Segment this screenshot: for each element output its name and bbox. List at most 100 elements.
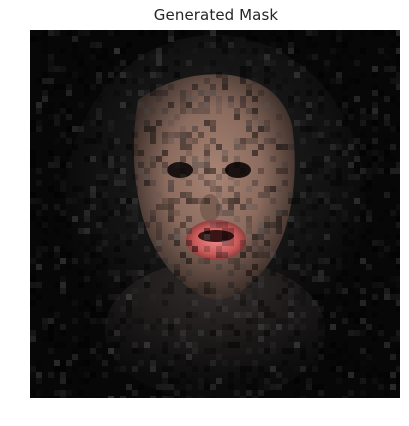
noise-pixel	[324, 60, 330, 66]
noise-pixel	[60, 282, 66, 288]
noise-pixel	[336, 306, 342, 312]
noise-pixel	[96, 270, 102, 276]
noise-pixel	[342, 96, 348, 102]
noise-pixel	[96, 114, 102, 120]
noise-pixel	[30, 288, 36, 294]
noise-pixel	[90, 372, 96, 378]
noise-pixel	[48, 30, 54, 36]
noise-pixel	[204, 282, 210, 288]
noise-pixel	[330, 162, 336, 168]
noise-pixel	[396, 378, 400, 384]
noise-pixel	[378, 276, 384, 282]
noise-pixel	[174, 162, 180, 168]
noise-pixel	[120, 198, 126, 204]
noise-pixel	[240, 168, 246, 174]
noise-pixel	[396, 162, 400, 168]
noise-pixel	[390, 384, 396, 390]
noise-pixel	[234, 162, 240, 168]
noise-pixel	[306, 384, 312, 390]
noise-pixel	[306, 162, 312, 168]
noise-pixel	[228, 228, 234, 234]
noise-pixel	[150, 258, 156, 264]
noise-pixel	[384, 378, 390, 384]
noise-pixel	[114, 138, 120, 144]
noise-pixel	[246, 84, 252, 90]
noise-pixel	[384, 192, 390, 198]
noise-pixel	[270, 138, 276, 144]
noise-pixel	[396, 306, 400, 312]
noise-pixel	[72, 300, 78, 306]
noise-pixel	[354, 252, 360, 258]
noise-pixel	[240, 204, 246, 210]
noise-pixel	[168, 282, 174, 288]
noise-pixel	[198, 174, 204, 180]
noise-pixel	[126, 198, 132, 204]
noise-pixel	[228, 324, 234, 330]
noise-pixel	[366, 240, 372, 246]
noise-pixel	[282, 162, 288, 168]
noise-pixel	[324, 276, 330, 282]
noise-pixel	[162, 366, 168, 372]
noise-pixel	[138, 222, 144, 228]
noise-pixel	[396, 72, 400, 78]
noise-pixel	[324, 288, 330, 294]
noise-pixel	[300, 192, 306, 198]
noise-pixel	[372, 366, 378, 372]
noise-pixel	[156, 384, 162, 390]
noise-pixel	[360, 108, 366, 114]
noise-pixel	[348, 174, 354, 180]
noise-pixel	[306, 222, 312, 228]
noise-pixel	[150, 360, 156, 366]
noise-pixel	[294, 216, 300, 222]
noise-pixel	[156, 60, 162, 66]
noise-pixel	[354, 318, 360, 324]
noise-pixel	[390, 372, 396, 378]
noise-pixel	[48, 336, 54, 342]
noise-pixel	[186, 228, 192, 234]
noise-pixel	[342, 84, 348, 90]
noise-pixel	[90, 84, 96, 90]
noise-pixel	[228, 342, 234, 348]
noise-pixel	[198, 42, 204, 48]
noise-pixel	[354, 282, 360, 288]
noise-pixel	[342, 222, 348, 228]
noise-pixel	[342, 48, 348, 54]
noise-pixel	[336, 258, 342, 264]
noise-pixel	[90, 204, 96, 210]
noise-pixel	[372, 108, 378, 114]
noise-pixel	[198, 258, 204, 264]
noise-pixel	[300, 276, 306, 282]
noise-pixel	[318, 90, 324, 96]
noise-pixel	[168, 198, 174, 204]
noise-pixel	[234, 258, 240, 264]
noise-pixel	[348, 30, 354, 36]
noise-pixel	[366, 114, 372, 120]
noise-pixel	[72, 366, 78, 372]
noise-pixel	[240, 378, 246, 384]
noise-pixel	[216, 210, 222, 216]
noise-pixel	[396, 216, 400, 222]
noise-pixel	[48, 318, 54, 324]
noise-pixel	[156, 72, 162, 78]
noise-pixel	[174, 234, 180, 240]
noise-pixel	[258, 282, 264, 288]
noise-pixel	[258, 366, 264, 372]
noise-pixel	[138, 270, 144, 276]
noise-pixel	[264, 120, 270, 126]
noise-pixel	[264, 384, 270, 390]
noise-pixel	[168, 330, 174, 336]
noise-pixel	[54, 366, 60, 372]
noise-pixel	[126, 42, 132, 48]
noise-pixel	[354, 156, 360, 162]
noise-pixel	[246, 204, 252, 210]
noise-pixel	[96, 318, 102, 324]
noise-pixel	[114, 168, 120, 174]
noise-pixel	[66, 360, 72, 366]
noise-pixel	[120, 336, 126, 342]
noise-pixel	[288, 108, 294, 114]
noise-pixel	[276, 144, 282, 150]
noise-pixel	[294, 336, 300, 342]
noise-pixel	[132, 96, 138, 102]
noise-pixel	[162, 168, 168, 174]
noise-pixel	[204, 156, 210, 162]
